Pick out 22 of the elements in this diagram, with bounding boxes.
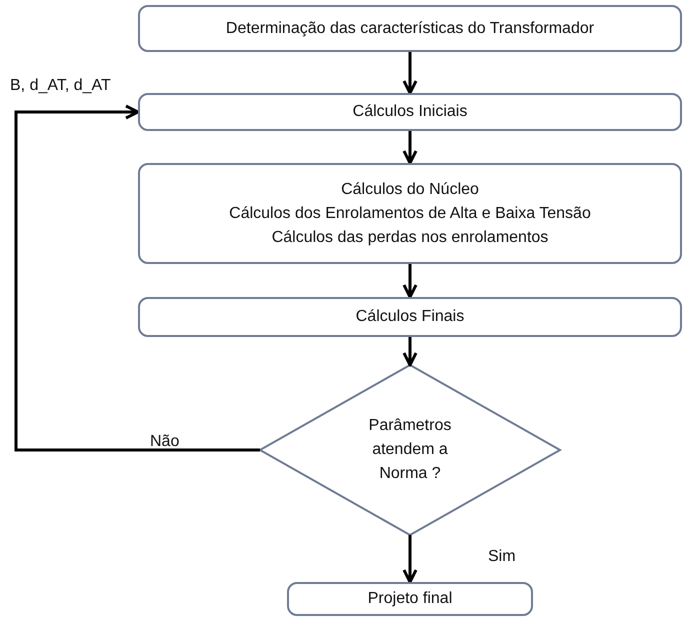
box-text: Projeto final: [366, 589, 454, 609]
process-box: [138, 5, 682, 52]
arrow: [402, 535, 418, 584]
arrow: [402, 337, 418, 366]
box-text: Cálculos do Núcleo: [340, 180, 480, 200]
box-text: Cálculos Finais: [354, 307, 466, 327]
box-text: Determinação das características do Transformador: [224, 18, 596, 38]
process-box: [287, 582, 533, 616]
box-text: Cálculos das perdas nos enrolamentos: [270, 228, 550, 248]
arrow: [402, 131, 418, 164]
process-box: [138, 163, 682, 264]
box-text: Cálculos Iniciais: [352, 102, 468, 122]
arrow: [402, 264, 418, 298]
edge-label: Sim: [488, 547, 516, 567]
edge-label: Não: [150, 432, 180, 452]
arrow: [402, 52, 418, 94]
box-text: Cálculos dos Enrolamentos de Alta e Baixa Tensão: [228, 204, 592, 224]
process-box: [138, 93, 682, 131]
arrow: [14, 104, 260, 452]
process-box: [138, 297, 682, 337]
decision-text: Parâmetros atendem a Norma ?: [368, 416, 452, 484]
loop-parameters-label: B, d_AT, d_AT: [10, 76, 111, 96]
